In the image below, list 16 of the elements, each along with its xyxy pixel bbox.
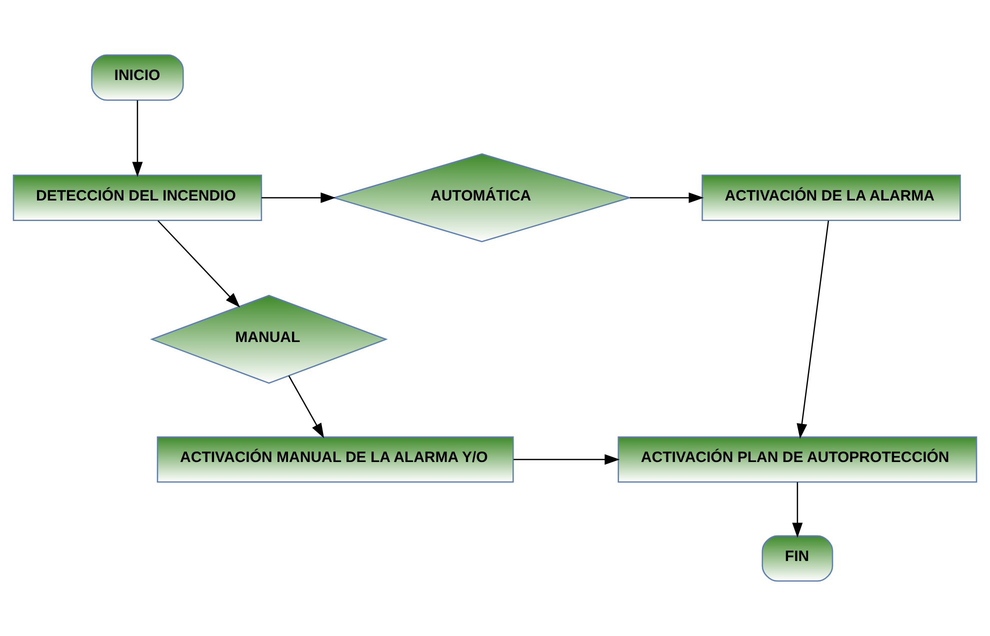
node-box: ACTIVACIÓN PLAN DE AUTOPROTECCIÓN	[618, 436, 978, 483]
arrow	[158, 220, 240, 308]
node-box: ACTIVACIÓN MANUAL DE LA ALARMA Y/O	[156, 436, 514, 483]
arrow	[132, 100, 143, 177]
arrow	[514, 454, 620, 465]
node-diamond: AUTOMÁTICA	[332, 153, 632, 242]
arrow	[796, 220, 830, 439]
arrow	[288, 376, 324, 438]
arrow	[262, 192, 336, 204]
node-box: ACTIVACIÓN DE LA ALARMA	[702, 174, 961, 221]
node-box: FIN	[762, 535, 834, 582]
node-box: DETECCIÓN DEL INCENDIO	[12, 174, 262, 221]
node-diamond: MANUAL	[150, 294, 388, 384]
arrow	[630, 192, 704, 204]
node-box: INICIO	[91, 54, 184, 101]
arrow	[792, 482, 803, 538]
